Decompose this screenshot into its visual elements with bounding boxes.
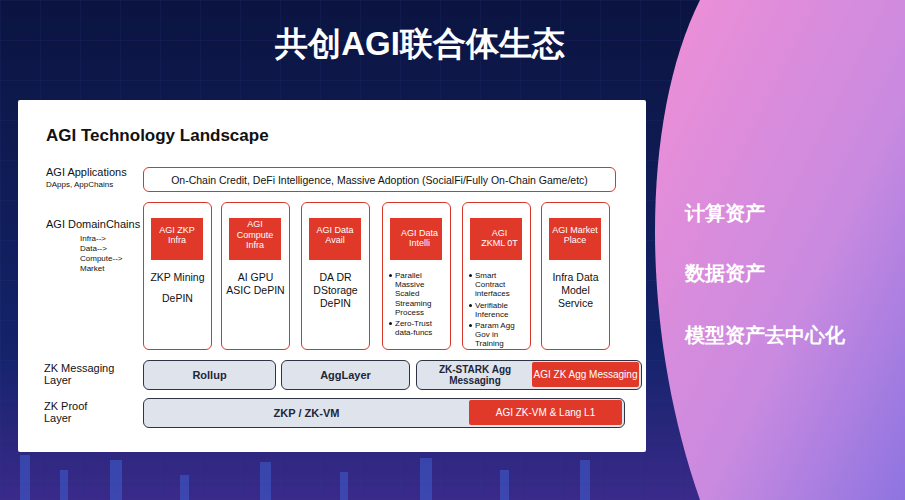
domain-header: AGI Data Avail bbox=[309, 218, 361, 260]
panel-title: AGI Technology Landscape bbox=[46, 126, 269, 146]
node-text: Zero-Trust data-funcs bbox=[388, 319, 446, 337]
node-text: On-Chain Credit, DeFi Intelligence, Mass… bbox=[171, 174, 588, 186]
domain-chain-column: Parallel Massive Scaled Streaming Proces… bbox=[382, 202, 451, 350]
node-text: ZKP / ZK-VM bbox=[144, 407, 469, 419]
node-text: AGI ZK Agg Messaging bbox=[534, 369, 638, 381]
row-label: Data--> bbox=[80, 244, 140, 253]
node-text: Smart Contract interfaces bbox=[468, 271, 526, 299]
applications-bar: On-Chain Credit, DeFi Intelligence, Mass… bbox=[143, 167, 616, 192]
domain-chain-column: AI GPU ASIC DePIN AGI Compute Infra bbox=[221, 202, 290, 350]
node-text: AGI ZK-VM & Lang L1 bbox=[496, 407, 596, 419]
node-text: AGI ZKML 0T bbox=[472, 228, 520, 249]
domain-chain-column: Infra Data Model Service AGI Market Place bbox=[541, 202, 610, 350]
bullet-dot bbox=[389, 322, 392, 325]
bullet-dot bbox=[469, 274, 472, 277]
domain-chain-column: DA DR DStorage DePIN AGI Data Avail bbox=[301, 202, 370, 350]
asset-text: 模型资产去中心化 bbox=[685, 322, 845, 349]
proof-band: ZKP / ZK-VM AGI ZK-VM & Lang L1 bbox=[143, 398, 625, 428]
row-label: ZK Proof Layer bbox=[44, 400, 114, 424]
bullet-dot bbox=[389, 274, 392, 277]
node-text: AGI Data Avail bbox=[311, 225, 359, 246]
node-text: Param Agg Gov in Training bbox=[468, 321, 526, 349]
domain-header: AGI Market Place bbox=[549, 218, 601, 260]
agi-messaging-box: AGI ZK Agg Messaging bbox=[532, 362, 639, 387]
row-label: ZK Messaging Layer bbox=[44, 362, 136, 386]
slide-title: 共创AGI联合体生态 bbox=[0, 22, 840, 67]
node-text: AGI ZKP Infra bbox=[153, 225, 201, 246]
row-label: DApps, AppChains bbox=[46, 180, 146, 189]
row-label: AGI Applications bbox=[46, 166, 146, 178]
node-text: AggLayer bbox=[320, 369, 371, 381]
domain-header: AGI Data Intelli bbox=[390, 218, 442, 260]
node-text: AGI Market Place bbox=[551, 225, 599, 246]
node-text: Parallel Massive Scaled Streaming Proces… bbox=[388, 271, 446, 317]
agi-zkvm-box: AGI ZK-VM & Lang L1 bbox=[469, 400, 622, 425]
node-text: DA DR DStorage DePIN bbox=[306, 271, 365, 310]
asset-text: 数据资产 bbox=[685, 260, 765, 287]
messaging-box: AggLayer bbox=[281, 360, 410, 390]
bullet-dot bbox=[469, 324, 472, 327]
domain-header: AGI Compute Infra bbox=[229, 218, 281, 260]
pink-panel-shape bbox=[655, 0, 905, 500]
domain-header: AGI ZKP Infra bbox=[151, 218, 203, 260]
node-text: DePIN bbox=[148, 292, 207, 305]
node-text: AGI Data Intelli bbox=[392, 228, 440, 249]
domain-chain-column: Smart Contract interfacesVerifiable Infe… bbox=[462, 202, 531, 350]
row-label: Infra--> bbox=[80, 234, 140, 243]
row-label: Market bbox=[80, 264, 140, 273]
messaging-box: ZK-STARK Agg Messaging AGI ZK Agg Messagi… bbox=[416, 360, 642, 390]
node-text: AI GPU ASIC DePIN bbox=[226, 271, 285, 297]
node-text: AGI Compute Infra bbox=[231, 219, 279, 250]
node-text: Rollup bbox=[192, 369, 226, 381]
row-label: AGI DomainChains bbox=[46, 218, 146, 230]
node-text: ZKP Mining bbox=[148, 271, 207, 284]
diagram-panel: AGI Technology LandscapeOn-Chain Credit,… bbox=[18, 100, 646, 452]
domain-chain-column: ZKP MiningDePIN AGI ZKP Infra bbox=[143, 202, 212, 350]
domain-header: AGI ZKML 0T bbox=[470, 218, 522, 260]
node-text: Verifiable Inference bbox=[468, 301, 526, 319]
row-label: Compute--> bbox=[80, 254, 140, 263]
node-text: ZK-STARK Agg Messaging bbox=[421, 364, 529, 386]
node-text: Infra Data Model Service bbox=[546, 271, 605, 310]
asset-text: 计算资产 bbox=[685, 200, 765, 227]
asset-panel: 计算资产数据资产模型资产去中心化 bbox=[655, 0, 905, 500]
messaging-box: Rollup bbox=[143, 360, 276, 390]
bullet-dot bbox=[469, 304, 472, 307]
